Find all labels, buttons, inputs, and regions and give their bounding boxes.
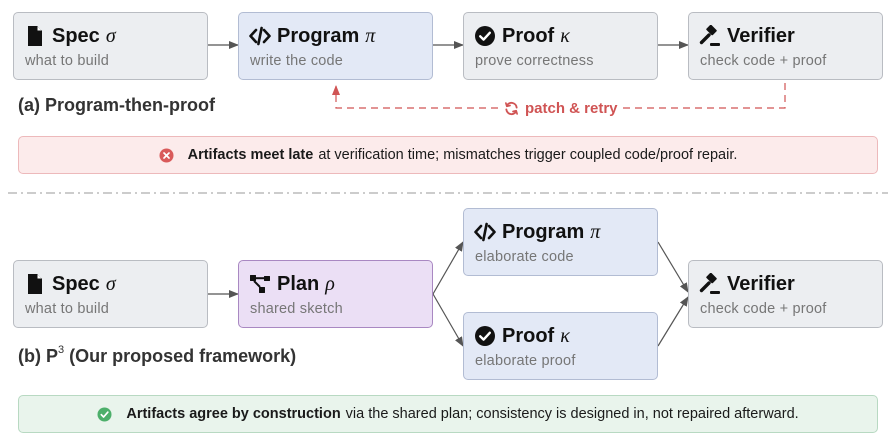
program-subtitle: write the code — [250, 53, 344, 69]
spec-subtitle: what to build — [25, 53, 110, 69]
plan-subtitle: shared sketch — [250, 301, 343, 317]
spec-title: Spec — [52, 272, 100, 295]
patch-retry-label: patch & retry — [500, 97, 622, 119]
verifier-box-a: Verifier check code + proof — [688, 12, 883, 80]
banner-part-a: Artifacts meet late at verification time… — [18, 136, 878, 174]
program-subtitle: elaborate code — [475, 249, 574, 265]
plan-symbol: ρ — [325, 272, 335, 295]
program-box-b: Program π elaborate code — [463, 208, 658, 276]
spec-symbol: σ — [105, 24, 116, 47]
verifier-title: Verifier — [727, 24, 795, 47]
arrow-program-to-verifier-b — [657, 241, 689, 293]
proof-symbol: κ — [560, 24, 570, 47]
plan-box-b: Plan ρ shared sketch — [238, 260, 433, 328]
caption-b-superscript: 3 — [58, 344, 65, 356]
verifier-subtitle: check code + proof — [700, 53, 827, 69]
caption-b-suffix: (Our proposed framework) — [69, 346, 297, 366]
verifier-subtitle: check code + proof — [700, 301, 827, 317]
arrow-proof-to-verifier-b — [657, 296, 689, 347]
caption-b-prefix: (b) P — [18, 346, 58, 366]
caption-part-b: (b) P3 (Our proposed framework) — [18, 344, 297, 367]
patch-retry-text: patch & retry — [525, 99, 618, 117]
spec-title: Spec — [52, 24, 100, 47]
arrow-plan-to-proof-b — [432, 293, 464, 347]
sitemap-icon — [249, 273, 271, 295]
file-icon — [24, 273, 46, 295]
banner-b-text: via the shared plan; consistency is desi… — [345, 406, 799, 422]
file-icon — [24, 25, 46, 47]
proof-box-a: Proof κ prove correctness — [463, 12, 658, 80]
proof-subtitle: prove correctness — [475, 53, 594, 69]
banner-a-text: at verification time; mismatches trigger… — [318, 147, 738, 163]
program-symbol: π — [365, 24, 376, 47]
proof-subtitle: elaborate proof — [475, 353, 576, 369]
banner-b-bold: Artifacts agree by construction — [126, 406, 341, 422]
check-circle-icon — [474, 325, 496, 347]
gavel-icon — [699, 273, 721, 295]
plan-title: Plan — [277, 272, 320, 295]
check-circle-icon — [474, 25, 496, 47]
program-symbol: π — [590, 220, 601, 243]
spec-box-a: Spec σ what to build — [13, 12, 208, 80]
code-icon — [249, 25, 271, 47]
proof-symbol: κ — [560, 324, 570, 347]
gavel-icon — [699, 25, 721, 47]
arrow-plan-to-program-b — [432, 241, 464, 295]
banner-a-bold: Artifacts meet late — [187, 147, 314, 163]
code-icon — [474, 221, 496, 243]
program-title: Program — [502, 220, 585, 243]
program-title: Program — [277, 24, 360, 47]
banner-part-b: Artifacts agree by construction via the … — [18, 395, 878, 433]
proof-title: Proof — [502, 324, 555, 347]
refresh-icon — [504, 101, 519, 116]
spec-subtitle: what to build — [25, 301, 110, 317]
x-circle-icon — [159, 148, 174, 163]
retry-loop-path — [332, 83, 786, 109]
check-circle-icon — [97, 407, 112, 422]
program-box-a: Program π write the code — [238, 12, 433, 80]
spec-box-b: Spec σ what to build — [13, 260, 208, 328]
caption-part-a: (a) Program-then-proof — [18, 95, 215, 115]
verifier-title: Verifier — [727, 272, 795, 295]
proof-box-b: Proof κ elaborate proof — [463, 312, 658, 380]
proof-title: Proof — [502, 24, 555, 47]
verifier-box-b: Verifier check code + proof — [688, 260, 883, 328]
spec-symbol: σ — [105, 272, 116, 295]
